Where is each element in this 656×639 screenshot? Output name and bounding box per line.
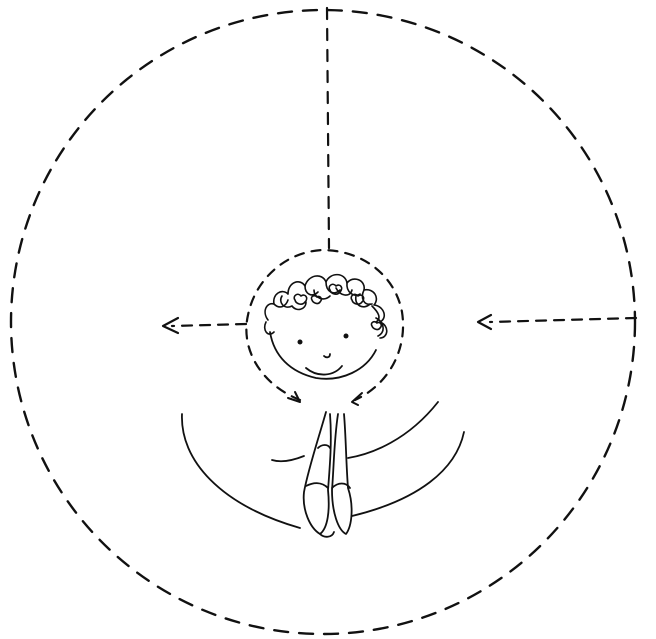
inner-circle-arrowheads [288,392,362,405]
curly-hair [265,275,387,338]
vertical-dashed-line [327,8,329,248]
inner-dashed-circle [246,250,403,400]
outer-dashed-circle [11,10,635,634]
left-dashed-arrow [163,318,246,333]
praying-hands [304,412,352,537]
right-dashed-arrow [478,315,636,329]
child-face [270,332,376,379]
